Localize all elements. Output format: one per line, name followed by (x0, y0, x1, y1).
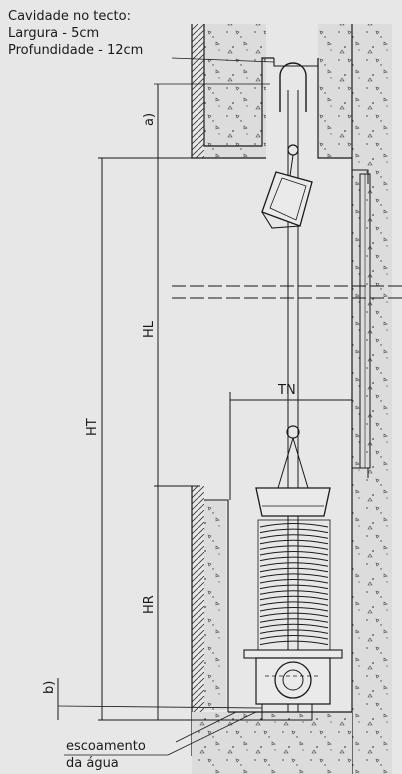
tilted-clamp (261, 154, 313, 229)
pit-floor (192, 700, 352, 774)
coil-ring (259, 590, 329, 595)
label-ht: HT (85, 418, 100, 436)
ceiling-slab-right (317, 24, 352, 159)
ceiling-note-line3: Profundidade - 12cm (8, 43, 144, 58)
coil-ring (259, 612, 329, 618)
coil-ring (259, 551, 329, 556)
coil-ring (259, 534, 329, 539)
coil-ring (259, 523, 329, 528)
coil-ring (259, 595, 329, 601)
dimension-b (57, 678, 263, 720)
coil-ring (259, 601, 329, 606)
coil-ring (259, 562, 329, 567)
coil-ring (259, 607, 329, 612)
ceiling-note-line1: Cavidade no tecto: (8, 9, 131, 24)
coil-ring (259, 567, 329, 573)
coil-lines (259, 523, 329, 646)
drain-note-line1: escoamento (66, 739, 146, 754)
label-hl: HL (142, 320, 157, 338)
coil-ring (259, 629, 329, 634)
coil-ring (259, 579, 329, 584)
label-b: b) (42, 680, 57, 694)
label-hr: HR (142, 595, 157, 614)
carriage (255, 437, 331, 517)
drain-leader (64, 711, 257, 756)
ceiling-note-line2: Largura - 5cm (8, 26, 100, 41)
right-wall (351, 24, 392, 774)
coil-ring (259, 573, 329, 578)
break-lines (172, 285, 402, 299)
coil-ring (259, 539, 329, 545)
coil-ring (259, 635, 329, 640)
coil-ring (259, 545, 329, 550)
coil-ring (259, 640, 329, 646)
ceiling-leader (171, 57, 275, 63)
dimension-hr (98, 485, 262, 721)
coil-ring (259, 528, 329, 534)
coil-ring (259, 584, 329, 590)
ceiling-slab-left (191, 24, 274, 159)
coil-ring (259, 623, 329, 629)
coil-ring (259, 556, 329, 562)
label-tn: TN (278, 383, 296, 398)
coil-ring (259, 618, 329, 623)
ceiling-cavity (273, 58, 319, 67)
dimension-ht (98, 157, 158, 720)
dimension-tn (229, 392, 352, 500)
pump-base (243, 649, 343, 705)
label-a: a) (142, 112, 157, 126)
window-rail (352, 169, 371, 478)
pit-wall-left (191, 486, 229, 756)
drain-note-line2: da água (66, 756, 119, 771)
dimension-a (154, 83, 270, 159)
